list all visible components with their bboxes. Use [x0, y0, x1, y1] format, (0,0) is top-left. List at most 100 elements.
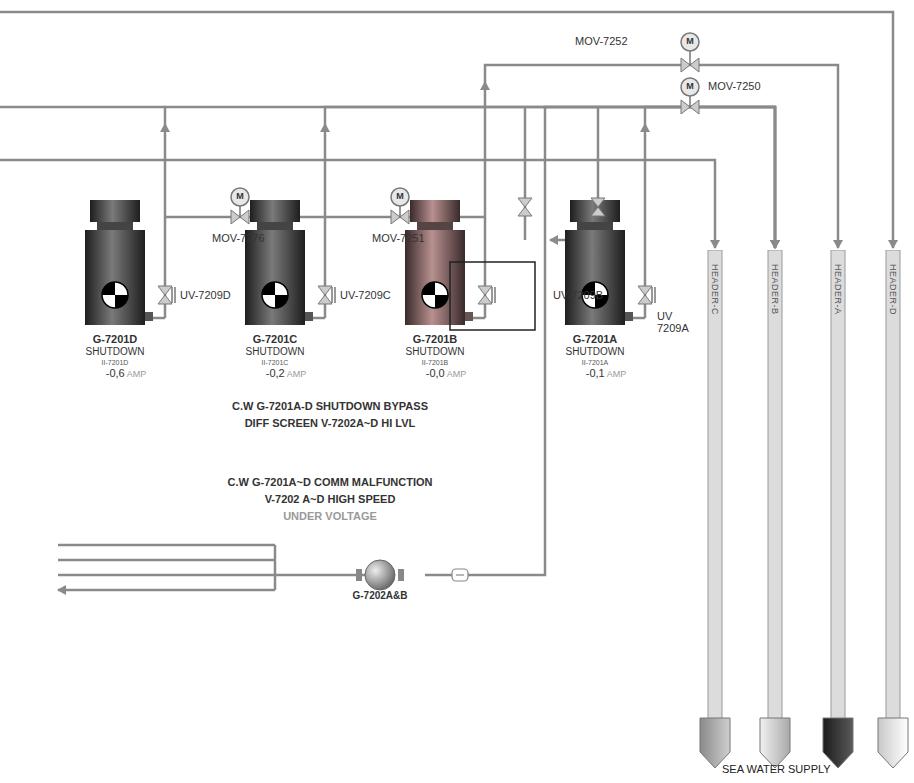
- pump-unit: G-7201CSHUTDOWNII-7201C-0,2AMP: [220, 190, 330, 381]
- pump-unit: G-7201DSHUTDOWNII-7201D-0,6AMP: [60, 190, 170, 381]
- layout-use: [158, 286, 172, 304]
- amp-value: -0,6: [106, 367, 125, 379]
- layout-rect: [886, 250, 900, 720]
- pipe-connector: [165, 107, 775, 248]
- amp-row: -0,2AMP: [220, 367, 330, 381]
- header-shape: [877, 250, 909, 770]
- layout-path: [275, 545, 366, 590]
- layout-rect: [831, 250, 845, 720]
- layout-rect: [356, 569, 362, 581]
- valve-tag: UV-7209C: [340, 289, 391, 301]
- layout-g: [0, 12, 893, 590]
- amp-unit: AMP: [127, 369, 147, 379]
- pump-unit: G-7201ASHUTDOWNII-7201A-0,1AMP: [540, 190, 650, 381]
- layout-circle: [365, 560, 395, 590]
- amp-unit: AMP: [447, 369, 467, 379]
- pump-tag: G-7202A&B: [352, 590, 407, 601]
- status-text: SHUTDOWN: [380, 346, 490, 358]
- motor-letter: M: [683, 36, 697, 47]
- valve-tag: UV-7209D: [180, 289, 231, 301]
- pump-tag: G-7201B: [380, 333, 490, 346]
- layout-path: [164, 124, 166, 140]
- valve-tag: MOV-7250: [708, 80, 761, 92]
- amp-unit: AMP: [287, 369, 307, 379]
- pump-unit: G-7202A&B: [335, 556, 425, 601]
- motor-letter: M: [233, 191, 247, 202]
- layout-path: [484, 82, 486, 100]
- valve-tag: UV-7209B: [553, 289, 603, 301]
- interlock-tag: II-7201A: [540, 358, 650, 367]
- layout-g: [356, 560, 468, 590]
- layout-polygon: [760, 718, 790, 768]
- pipe-connector: [485, 65, 838, 248]
- alarm-text: UNDER VOLTAGE: [160, 510, 500, 522]
- layout-circle: [681, 33, 699, 51]
- header-shape: [822, 250, 854, 770]
- layout-polygon: [878, 718, 908, 768]
- layout-rect: [450, 262, 535, 330]
- layout-path: [240, 51, 690, 217]
- pump-unit: G-7201BSHUTDOWNII-7201B-0,0AMP: [380, 190, 490, 381]
- amp-unit: AMP: [607, 369, 627, 379]
- valve-tag: MOV-7276: [212, 232, 265, 244]
- supply-label: SEA WATER SUPPLY: [722, 763, 831, 775]
- interlock-tag: II-7201C: [220, 358, 330, 367]
- layout-polygon: [700, 718, 730, 768]
- layout-rect: [398, 569, 404, 581]
- layout-rect: [452, 569, 468, 581]
- layout-circle: [231, 188, 249, 206]
- pump-tag: G-7201D: [60, 333, 170, 346]
- alarm-text: C.W G-7201A~D COMM MALFUNCTION: [160, 476, 500, 488]
- layout-circle: [681, 78, 699, 96]
- pump-tag: G-7201C: [220, 333, 330, 346]
- layout-use: [318, 286, 332, 304]
- header-name: HEADER-D: [887, 264, 899, 315]
- layout-rect: [768, 250, 782, 720]
- pump-tag: G-7201A: [540, 333, 650, 346]
- amp-value: -0,0: [426, 367, 445, 379]
- layout-use: [478, 286, 492, 304]
- status-text: SHUTDOWN: [60, 346, 170, 358]
- pipe-connector: [325, 107, 775, 248]
- layout-use: [245, 200, 313, 325]
- header-pipe: HEADER-D: [877, 250, 909, 770]
- interlock-tag: II-7201B: [380, 358, 490, 367]
- interlock-tag: II-7201D: [60, 358, 170, 367]
- header-pipe: HEADER-B: [759, 250, 791, 770]
- valve-tag: MOV-7251: [372, 232, 425, 244]
- layout-g: [231, 33, 699, 217]
- alarm-text: V-7202 A~D HIGH SPEED: [160, 493, 500, 505]
- layout-use: [565, 200, 633, 325]
- status-text: SHUTDOWN: [220, 346, 330, 358]
- layout-use: [85, 200, 153, 325]
- layout-circle: [391, 188, 409, 206]
- layout-g: [165, 82, 645, 140]
- layout-path: [172, 287, 655, 303]
- header-name: HEADER-C: [709, 264, 721, 315]
- amp-row: -0,1AMP: [540, 367, 650, 381]
- layout-use: [591, 198, 605, 216]
- alarm-text: DIFF SCREEN V-7202A~D HI LVL: [160, 417, 500, 429]
- amp-row: -0,6AMP: [60, 367, 170, 381]
- layout-path: [58, 545, 275, 590]
- valve-tag: MOV-7252: [575, 35, 628, 47]
- layout-path: [324, 124, 326, 140]
- layout-rect: [708, 250, 722, 720]
- amp-row: -0,0AMP: [380, 367, 490, 381]
- header-name: HEADER-B: [769, 264, 781, 315]
- pipe-connector: [645, 107, 775, 248]
- header-shape: [759, 250, 791, 770]
- layout-polygon: [823, 718, 853, 768]
- valve-tag: UV 7209A: [657, 310, 697, 334]
- layout-path: [644, 124, 646, 140]
- layout-use: [518, 198, 532, 216]
- header-pipe: HEADER-C: [699, 250, 731, 770]
- layout-g: [172, 287, 655, 303]
- header-shape: [699, 250, 731, 770]
- status-text: SHUTDOWN: [540, 346, 650, 358]
- alarm-text: C.W G-7201A-D SHUTDOWN BYPASS: [160, 400, 500, 412]
- layout-path: [0, 106, 165, 109]
- header-pipe: HEADER-A: [822, 250, 854, 770]
- layout-use: [638, 286, 652, 304]
